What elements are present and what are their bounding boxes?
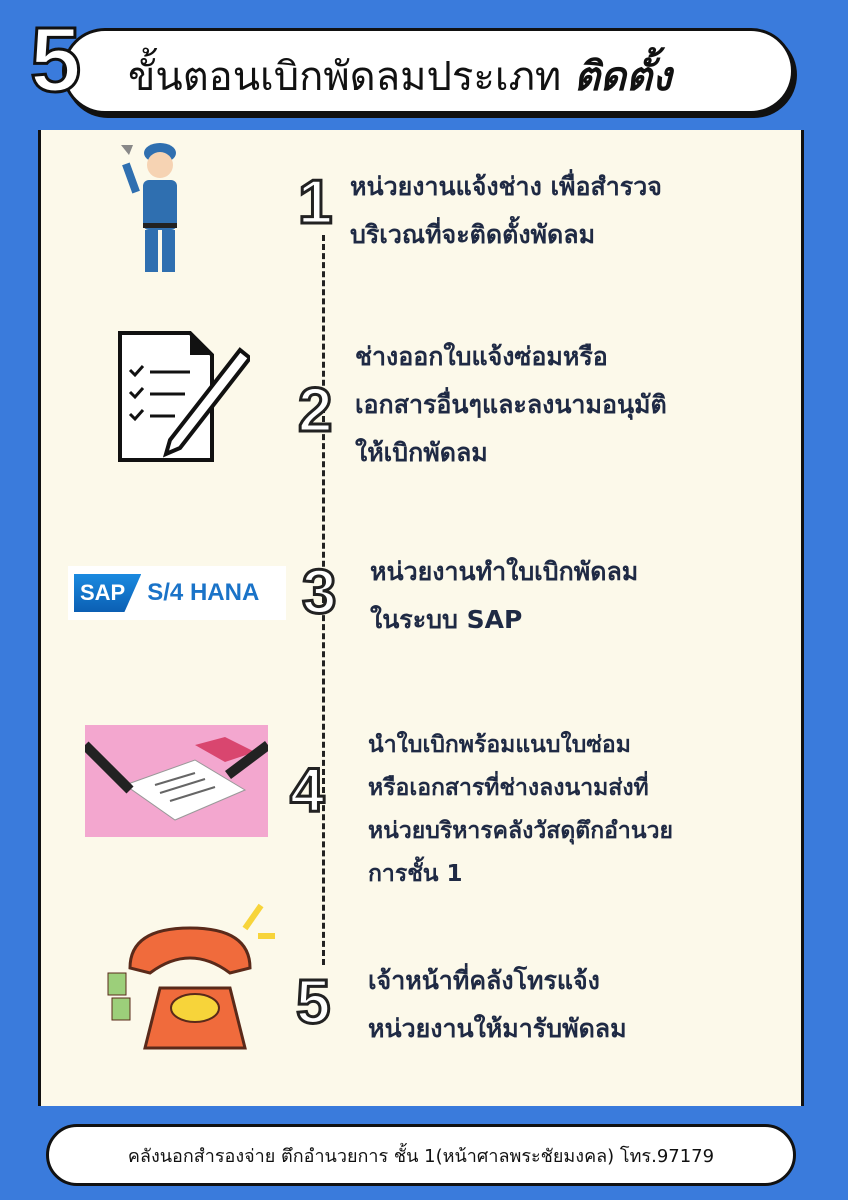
step-line: บริเวณที่จะติดตั้งพัดลม: [350, 220, 596, 249]
sap-badge: SAP: [74, 574, 142, 612]
footer-contact-banner: คลังนอกสำรองจ่าย ตึกอำนวยการ ชั้น 1(หน้า…: [46, 1124, 796, 1186]
sap-logo: SAP S/4 HANA: [68, 566, 286, 620]
step-line: เจ้าหน้าที่คลังโทรแจ้ง: [368, 966, 600, 995]
step-line: หน่วยงานให้มารับพัดลม: [368, 1014, 627, 1043]
footer-contact-text: คลังนอกสำรองจ่าย ตึกอำนวยการ ชั้น 1(หน้า…: [127, 1145, 715, 1167]
step-4-text: นำใบเบิกพร้อมแนบใบซ่อม หรือเอกสารที่ช่าง…: [368, 724, 673, 896]
step-line: เอกสารอื่นๆและลงนามอนุมัติ: [355, 390, 667, 419]
s4hana-text: S/4 HANA: [147, 579, 260, 606]
step-2-number: 2: [296, 376, 334, 445]
step-line: การชั้น 1: [368, 861, 463, 887]
step-1-number: 1: [296, 168, 334, 237]
step-5-number: 5: [294, 968, 332, 1037]
step-3-text: หน่วยงานทำใบเบิกพัดลม ในระบบ SAP: [370, 548, 638, 644]
ringing-phone-icon: [107, 903, 275, 1050]
step-line: นำใบเบิกพร้อมแนบใบซ่อม: [368, 732, 631, 758]
step-1-text: หน่วยงานแจ้งช่าง เพื่อสำรวจ บริเวณที่จะต…: [350, 163, 662, 259]
technician-icon: [121, 143, 177, 272]
header-number: 5: [28, 9, 82, 111]
step-line: ในระบบ SAP: [370, 605, 523, 634]
step-line: หรือเอกสารที่ช่างลงนามส่งที่: [368, 775, 649, 801]
step-line: หน่วยงานแจ้งช่าง เพื่อสำรวจ: [350, 172, 662, 201]
step-4-number: 4: [288, 756, 326, 825]
step-line: ให้เบิกพัดลม: [355, 438, 488, 467]
timeline-dashed-line: [322, 235, 325, 965]
page-title: ขั้นตอนเบิกพัดลมประเภท ติดตั้ง: [128, 44, 672, 108]
signing-documents-icon: [85, 725, 268, 837]
checklist-pen-icon: [118, 331, 250, 462]
step-5-text: เจ้าหน้าที่คลังโทรแจ้ง หน่วยงานให้มารับพ…: [368, 957, 627, 1053]
step-line: ช่างออกใบแจ้งซ่อมหรือ: [355, 342, 608, 371]
title-emphasis: ติดตั้ง: [574, 54, 672, 100]
step-line: หน่วยบริหารคลังวัสดุตึกอำนวย: [368, 818, 673, 844]
step-3-number: 3: [300, 558, 338, 627]
title-text: ขั้นตอนเบิกพัดลมประเภท: [128, 54, 562, 100]
header-banner: [62, 28, 794, 114]
step-line: หน่วยงานทำใบเบิกพัดลม: [370, 557, 639, 586]
step-2-text: ช่างออกใบแจ้งซ่อมหรือ เอกสารอื่นๆและลงนา…: [355, 333, 667, 477]
